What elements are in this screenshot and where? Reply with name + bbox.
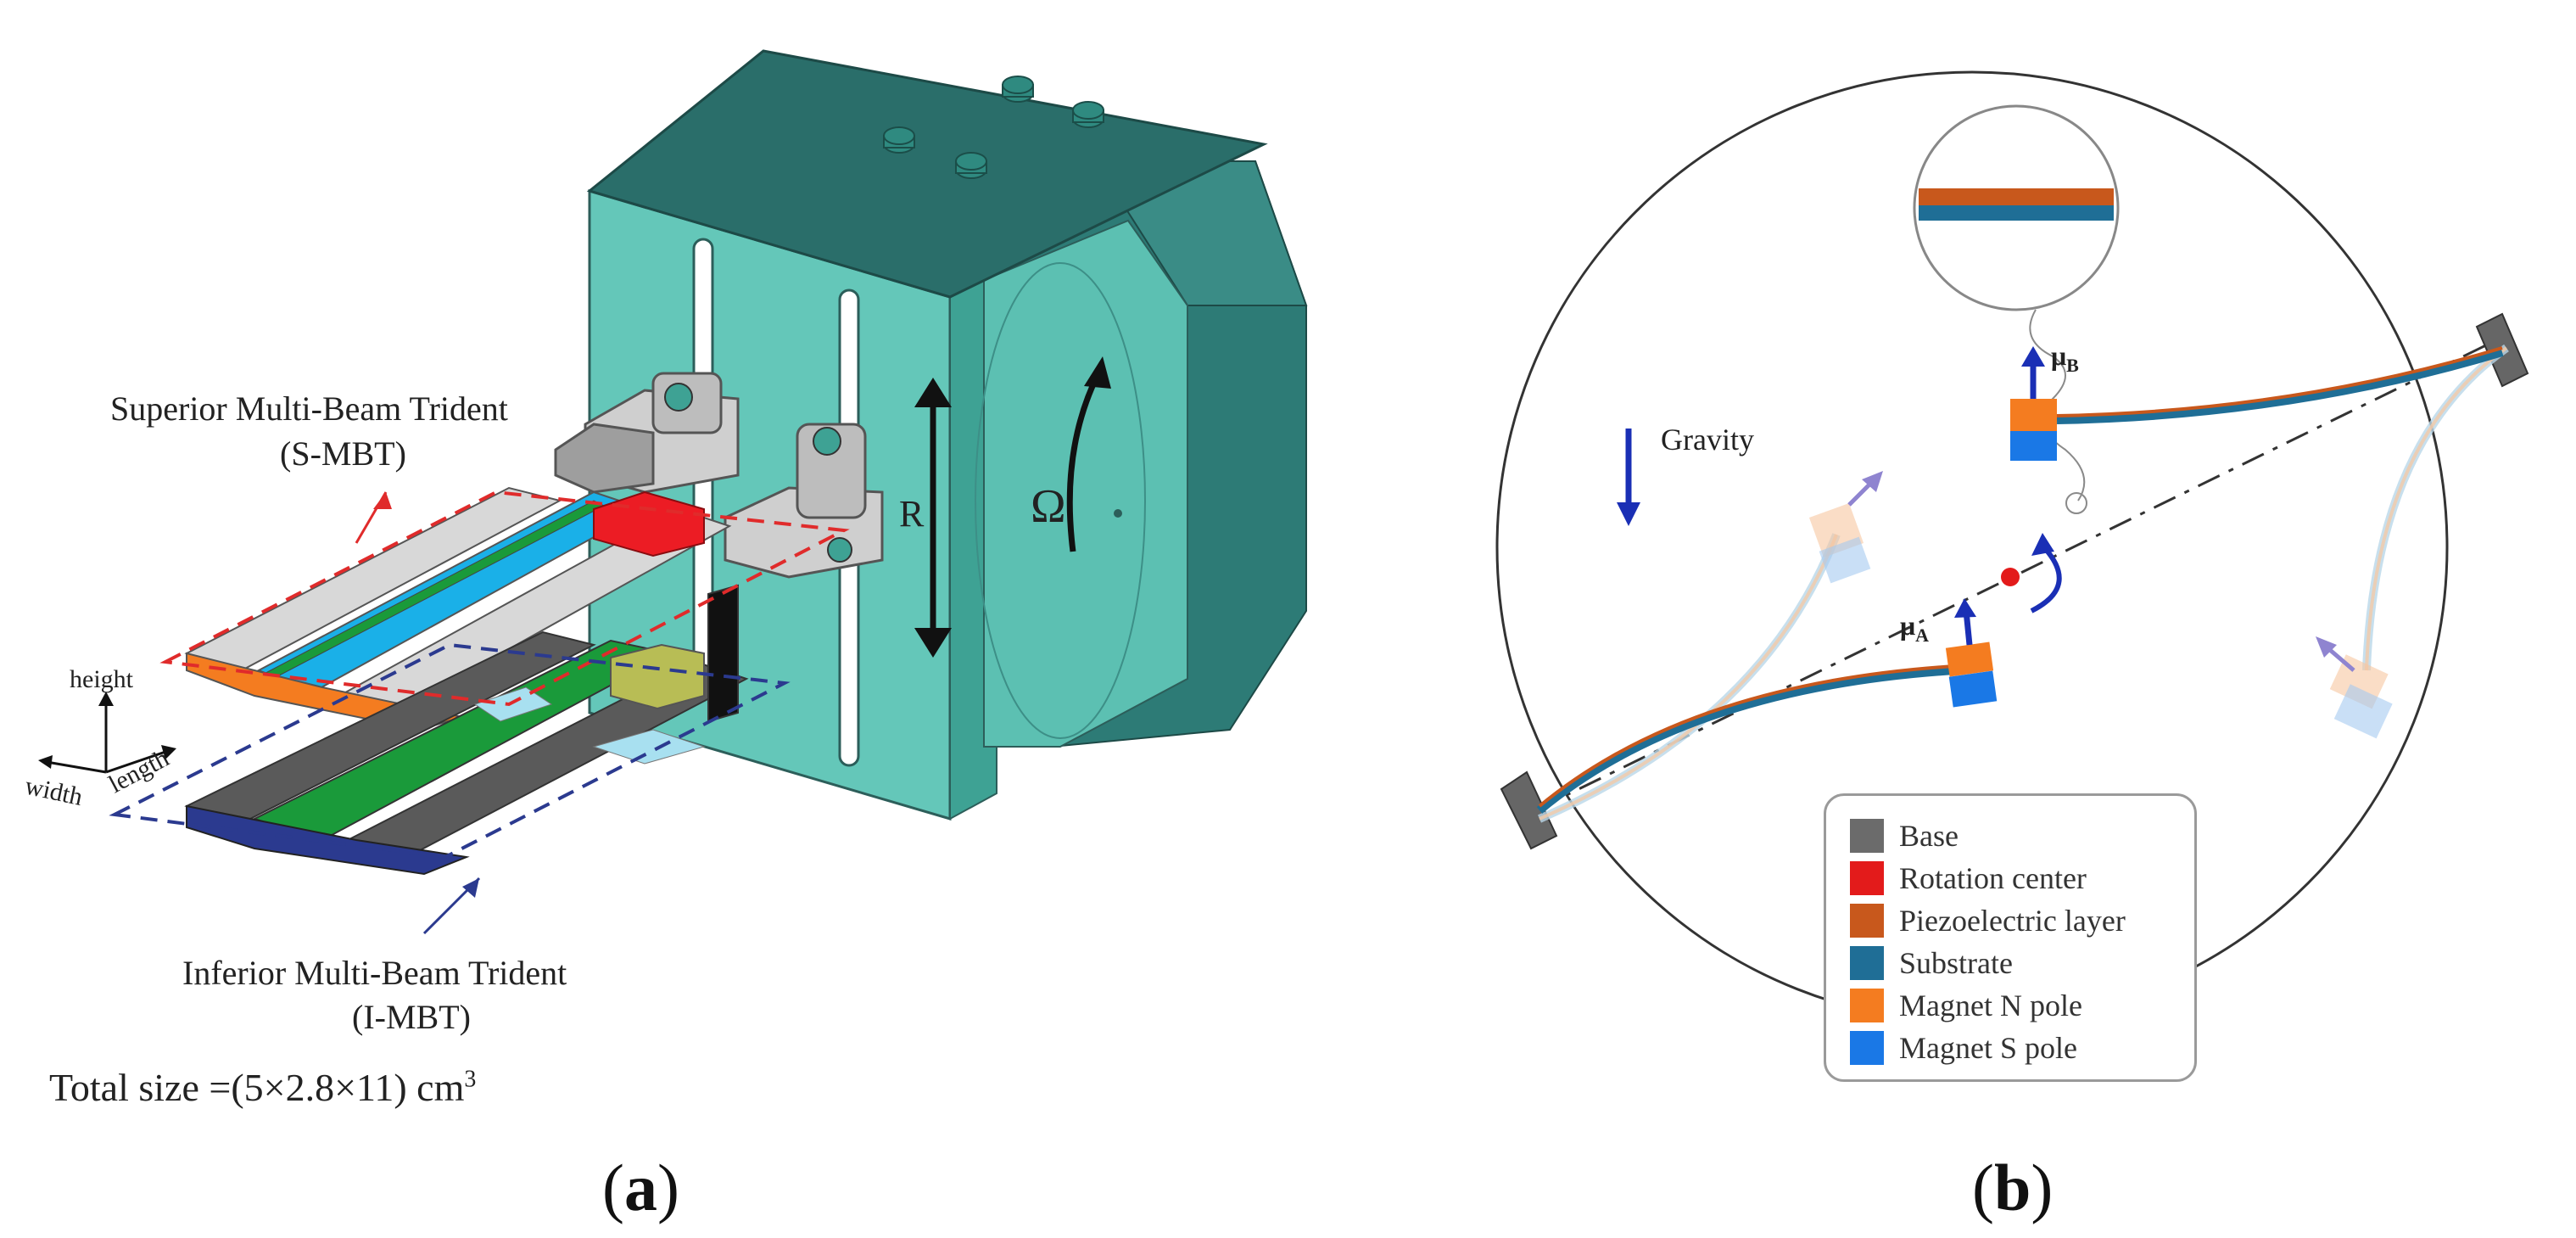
beam-a [1536, 666, 1956, 814]
center-line [1534, 338, 2499, 812]
legend-swatch [1850, 946, 1884, 980]
legend-swatch [1850, 989, 1884, 1022]
omega-arrow [1066, 356, 1111, 552]
legend-swatch [1850, 1031, 1884, 1065]
rotor-disc [975, 262, 1146, 739]
axes-triad [38, 692, 176, 774]
superior-bounding-box [159, 490, 850, 707]
axis-height-label: height [70, 665, 134, 693]
legend-label: Piezoelectric layer [1899, 904, 2126, 938]
superior-label-line2: (S-MBT) [280, 434, 406, 473]
axis-width-label: width [23, 772, 86, 811]
legend-item: Rotation center [1850, 857, 2171, 899]
top-bolts [883, 76, 1104, 179]
legend-label: Magnet N pole [1899, 989, 2082, 1022]
inferior-bounding-box [109, 642, 791, 860]
legend-swatch [1850, 904, 1884, 938]
radius-label: R [899, 493, 925, 535]
mu-b-label: μB [2051, 340, 2079, 376]
panel-a-diagram [38, 49, 1308, 935]
inferior-beams [184, 630, 749, 876]
legend-label: Magnet S pole [1899, 1031, 2077, 1065]
r-double-arrow [914, 378, 952, 658]
panel-b-diagram [1495, 70, 2529, 1024]
base-left [1500, 770, 1558, 850]
legend-item: Magnet S pole [1850, 1027, 2171, 1069]
magnet-a-n [1945, 641, 1994, 677]
total-size: Total size =(5×2.8×11) cm3 [49, 1066, 477, 1109]
superior-label-line1: Superior Multi-Beam Trident [110, 389, 508, 428]
panel-a-tag: (a) [602, 1151, 679, 1224]
magnet-b-s [2010, 431, 2057, 461]
clamp-upper [554, 372, 740, 494]
rotation-center [2001, 568, 2020, 586]
beam-b [2056, 348, 2504, 424]
inferior-label-line1: Inferior Multi-Beam Trident [182, 954, 567, 992]
top-plate [586, 49, 1268, 299]
legend-item: Base [1850, 815, 2171, 857]
legend-label: Base [1899, 819, 1959, 853]
omega-label: Ω [1031, 480, 1066, 533]
magnet-b-n [2010, 399, 2057, 431]
legend-swatch [1850, 819, 1884, 853]
legend-label: Rotation center [1899, 861, 2087, 895]
legend-swatch [1850, 861, 1884, 895]
mu-a-label: μA [1900, 610, 1929, 646]
legend-label: Substrate [1899, 946, 2013, 980]
axis-length-label: length [104, 744, 174, 798]
inferior-label-line2: (I-MBT) [352, 998, 471, 1036]
panel-b-tag: (b) [1972, 1151, 2054, 1224]
rear-plate [983, 219, 1188, 748]
legend-item: Piezoelectric layer [1850, 899, 2171, 942]
legend-item: Magnet N pole [1850, 984, 2171, 1027]
gravity-label: Gravity [1661, 423, 1754, 457]
clamp-lower [724, 423, 884, 579]
magnet-a-s [1948, 670, 1998, 708]
legend-item: Substrate [1850, 942, 2171, 984]
